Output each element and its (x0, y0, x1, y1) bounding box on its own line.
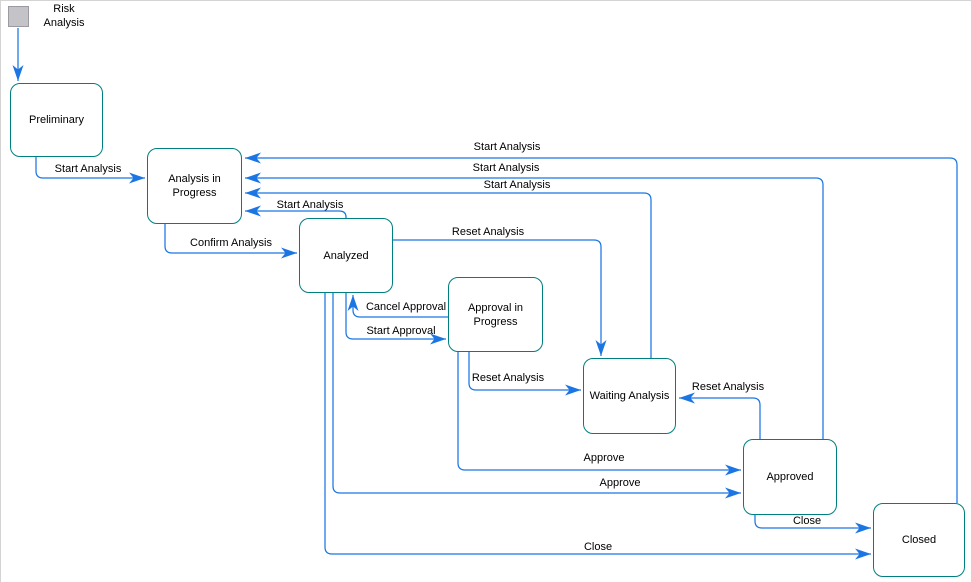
transition-label-approve: Approve (599, 477, 641, 489)
transition-label-approve: Approve (583, 452, 625, 464)
state-closed[interactable]: Closed (873, 503, 965, 577)
transition-label-start-analysis: Start Analysis (473, 141, 541, 153)
state-label: Analyzed (323, 249, 369, 262)
edge-cancel-approval[interactable] (347, 295, 448, 318)
state-label: Approval in Progress (467, 301, 524, 328)
edge-start-analysis-from-approved[interactable] (245, 172, 824, 439)
edge-start-analysis-from-analyzed[interactable] (245, 205, 347, 218)
transition-label-start-analysis: Start Analysis (276, 199, 344, 211)
trigger-label: Risk Analysis (43, 3, 85, 29)
transition-label-reset-analysis: Reset Analysis (451, 226, 525, 238)
edge-approve-from-analyzed[interactable] (332, 293, 741, 499)
state-approval-in-progress[interactable]: Approval in Progress (448, 277, 543, 352)
edge-reset-analysis-analyzed-to-waiting[interactable] (393, 239, 607, 356)
transition-label-start-analysis: Start Analysis (54, 163, 122, 175)
transition-label-start-analysis: Start Analysis (483, 179, 551, 191)
state-label: Waiting Analysis (589, 390, 670, 402)
edge-start-analysis-from-waiting-analysis[interactable] (245, 187, 652, 358)
transition-label-close: Close (792, 515, 822, 527)
state-approved[interactable]: Approved (743, 439, 837, 515)
initial-trigger-node[interactable] (8, 6, 29, 27)
edge-start-approval[interactable] (345, 293, 446, 345)
edge-reset-analysis-approval-to-waiting[interactable] (468, 352, 581, 396)
transition-label-start-approval: Start Approval (366, 325, 436, 337)
transition-label-reset-analysis: Reset Analysis (691, 381, 765, 393)
edge-approve-from-approval-in-progress[interactable] (457, 352, 741, 476)
state-preliminary[interactable]: Preliminary (10, 83, 103, 157)
transition-label-cancel-approval: Cancel Approval (365, 301, 447, 313)
state-label: Closed (901, 534, 937, 546)
transition-label-confirm-analysis: Confirm Analysis (190, 237, 272, 249)
state-label: Preliminary (28, 114, 84, 126)
transition-label-start-analysis: Start Analysis (472, 162, 540, 174)
state-label: Analysis in Progress (168, 173, 221, 199)
state-analyzed[interactable]: Analyzed (299, 218, 393, 293)
transition-label-reset-analysis: Reset Analysis (471, 372, 545, 384)
edge-close-from-approved[interactable] (754, 515, 871, 534)
edge-start-analysis-from-closed[interactable] (245, 152, 958, 503)
state-waiting-analysis[interactable]: Waiting Analysis (583, 358, 676, 434)
edge-start-analysis-from-preliminary[interactable] (35, 157, 145, 184)
transition-label-close: Close (583, 541, 613, 553)
state-analysis-in-progress[interactable]: Analysis in Progress (147, 148, 242, 224)
edge-reset-analysis-approved-to-waiting[interactable] (679, 392, 761, 439)
edge-close-from-analyzed[interactable] (324, 293, 871, 560)
edge-confirm-analysis[interactable] (164, 224, 297, 259)
state-label: Approved (766, 471, 814, 483)
